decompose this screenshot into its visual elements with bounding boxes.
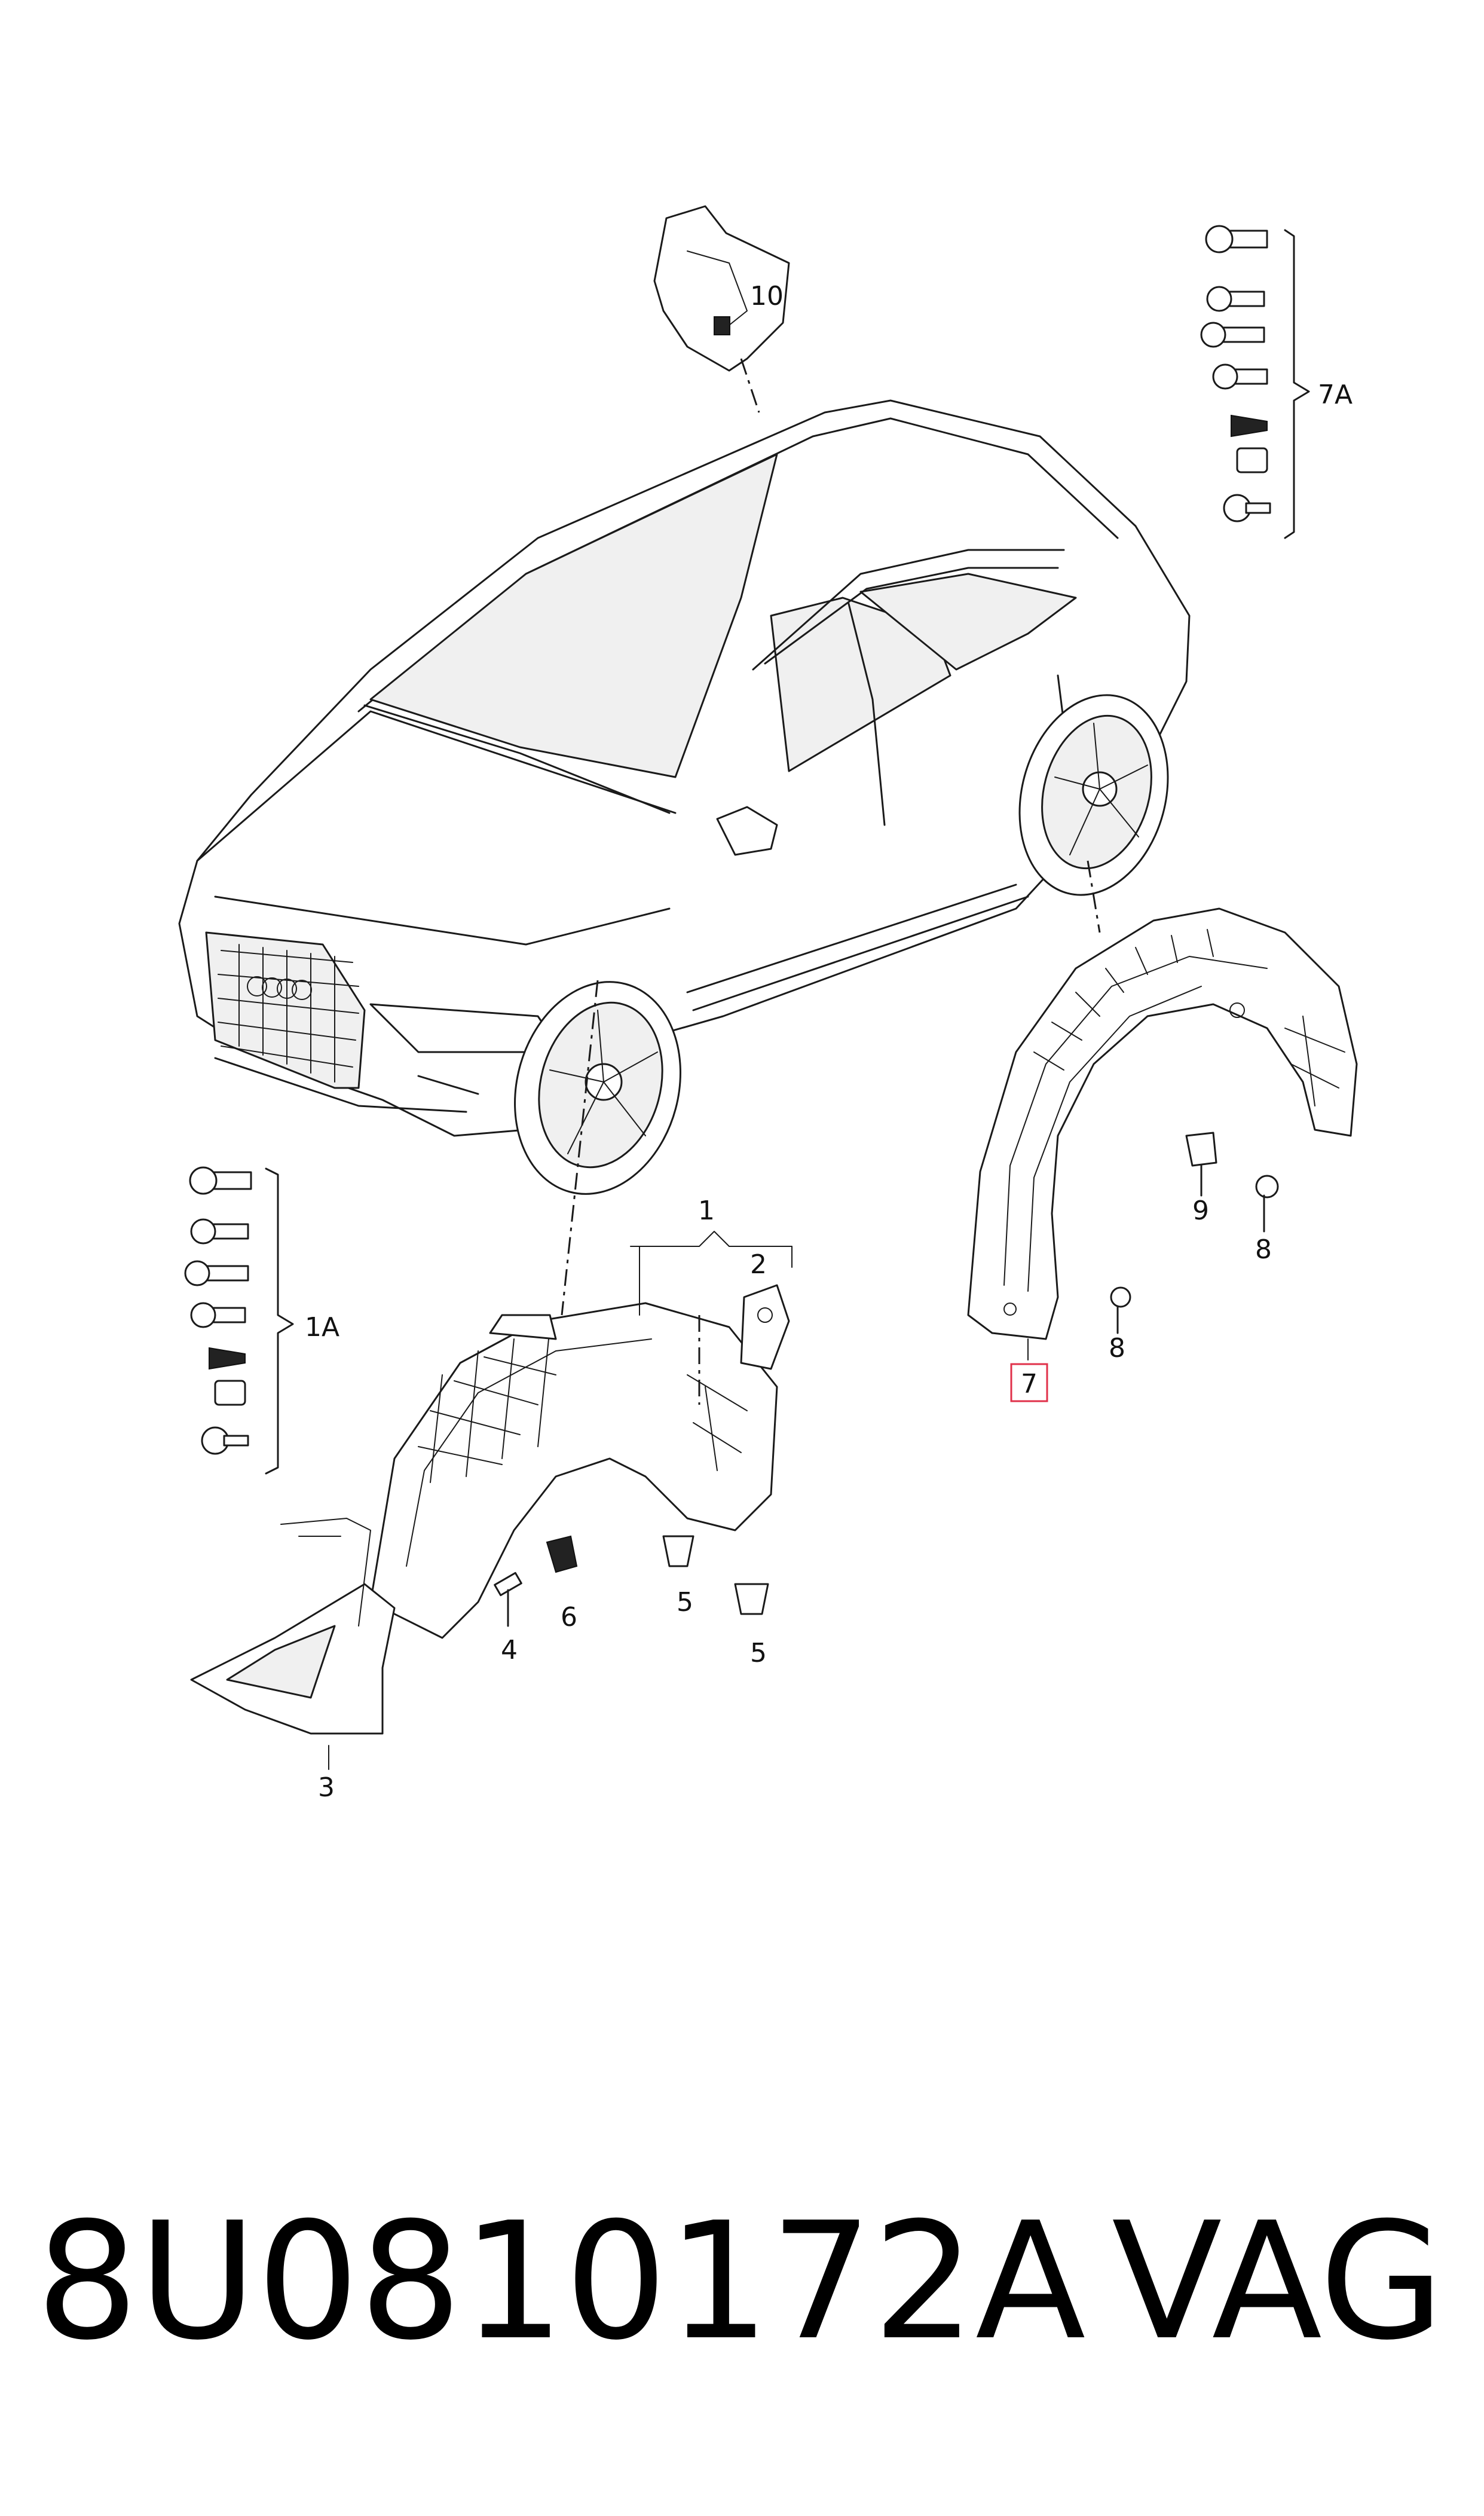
label-1a: 1A: [305, 1312, 339, 1343]
hardware-6: [546, 1535, 578, 1573]
part-3-lower-shield: [190, 1518, 396, 1735]
label-7a: 7A: [1318, 380, 1353, 410]
label-8b: 8: [1109, 1333, 1125, 1364]
label-5a: 5: [677, 1587, 693, 1618]
brand-name: VAG: [1112, 2187, 1445, 2376]
label-8a: 8: [1255, 1234, 1272, 1265]
grille-mesh: [218, 944, 359, 1083]
label-2: 2: [750, 1249, 767, 1280]
part-2-bracket: [740, 1284, 790, 1370]
hardware-8b: [1110, 1286, 1131, 1334]
hardware-8a: [1255, 1175, 1279, 1233]
part-1-bracket-leader: [630, 1231, 793, 1268]
fastener-set-7a: [1200, 225, 1310, 539]
label-7: 7: [1021, 1369, 1038, 1399]
rings-logo: [247, 976, 312, 1000]
label-6: 6: [561, 1602, 577, 1633]
part-number: 8U0810172A: [36, 2187, 1087, 2376]
fastener-set-1a: [184, 1166, 294, 1475]
hardware-4: [494, 1572, 522, 1627]
callout-labels: 10 7A 1 1A 2 9 8 8 7 4 6 5 5 3: [305, 281, 1353, 1803]
label-1: 1: [698, 1196, 715, 1226]
part-1-front-wheel-liner: [369, 980, 778, 1639]
label-10: 10: [750, 281, 784, 311]
label-9: 9: [1192, 1196, 1209, 1226]
part-7-rear-wheel-liner: [967, 860, 1358, 1340]
label-7-highlight: [1010, 1363, 1048, 1402]
car-illustration: [178, 399, 1191, 1195]
label-3: 3: [318, 1772, 335, 1803]
front-wheel: [514, 981, 681, 1195]
label-5b: 5: [750, 1638, 767, 1668]
part-10-bracket: [653, 205, 790, 413]
label-4: 4: [501, 1635, 518, 1665]
rear-wheel: [1018, 694, 1169, 896]
hardware-5b: [734, 1583, 769, 1615]
hardware-9: [1185, 1132, 1217, 1197]
hardware-5a: [662, 1535, 694, 1567]
